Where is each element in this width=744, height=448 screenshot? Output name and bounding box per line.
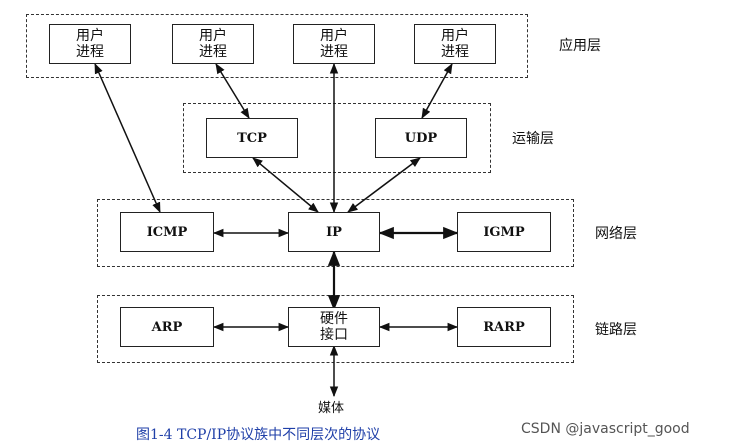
- igmp-box: IGMP: [457, 212, 551, 252]
- user-process-label-2: 用户 进程: [199, 28, 227, 60]
- arrow-tcp-ip: [252, 157, 319, 213]
- hardware-interface-label: 硬件 接口: [320, 311, 348, 343]
- hardware-interface-box: 硬件 接口: [288, 307, 380, 347]
- application-layer-frame: [26, 14, 528, 78]
- medium-label: 媒体: [318, 401, 345, 416]
- figure-caption: 图1-4 TCP/IP协议族中不同层次的协议: [136, 427, 381, 443]
- link-layer-label: 链路层: [595, 322, 637, 338]
- network-layer-label: 网络层: [595, 226, 637, 242]
- user-process-label-4: 用户 进程: [441, 28, 469, 60]
- arp-label: ARP: [151, 319, 183, 335]
- udp-label: UDP: [404, 130, 438, 146]
- igmp-label: IGMP: [483, 224, 525, 240]
- arrow-process2-tcp: [215, 63, 250, 119]
- application-layer-label: 应用层: [559, 38, 601, 54]
- user-process-label-1: 用户 进程: [76, 28, 104, 60]
- arrow-process4-udp: [421, 63, 453, 119]
- ip-label: IP: [326, 224, 342, 240]
- icmp-box: ICMP: [120, 212, 214, 252]
- arrow-process1-icmp: [94, 63, 161, 213]
- tcp-box: TCP: [206, 118, 298, 158]
- user-process-box-1: 用户 进程: [49, 24, 131, 64]
- tcp-label: TCP: [237, 130, 267, 146]
- arrow-udp-ip: [347, 157, 421, 213]
- csdn-watermark: CSDN @javascript_good: [521, 421, 690, 437]
- user-process-label-3: 用户 进程: [320, 28, 348, 60]
- ip-box: IP: [288, 212, 380, 252]
- arp-box: ARP: [120, 307, 214, 347]
- rarp-label: RARP: [483, 319, 525, 335]
- icmp-label: ICMP: [146, 224, 188, 240]
- user-process-box-3: 用户 进程: [293, 24, 375, 64]
- user-process-box-2: 用户 进程: [172, 24, 254, 64]
- udp-box: UDP: [375, 118, 467, 158]
- rarp-box: RARP: [457, 307, 551, 347]
- user-process-box-4: 用户 进程: [414, 24, 496, 64]
- transport-layer-label: 运输层: [512, 131, 554, 147]
